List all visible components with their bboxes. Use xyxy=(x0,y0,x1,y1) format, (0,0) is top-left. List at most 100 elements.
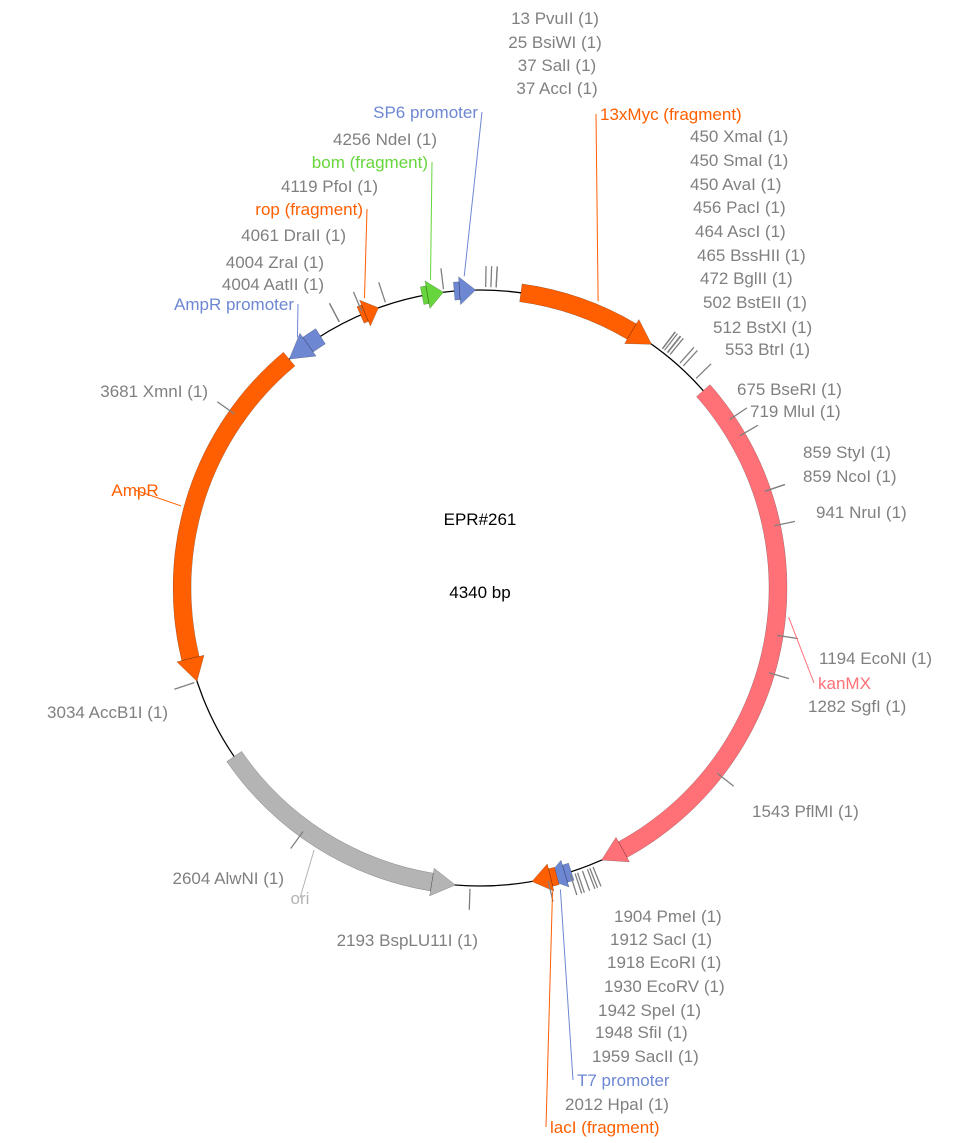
feature-label-ampr-promoter: AmpR promoter xyxy=(174,295,294,314)
site-label-37-sali-1: 37 SalI (1) xyxy=(518,56,596,75)
site-label-4004-zrai-1: 4004 ZraI (1) xyxy=(226,253,324,272)
site-tick-3681-xmni-1 xyxy=(216,401,235,415)
feature-13xmyc-fragment xyxy=(519,283,653,345)
feature-ampr-promoter xyxy=(288,328,326,360)
site-tick-502-bsteii-1 xyxy=(679,346,695,364)
site-tick-675-bseri-1 xyxy=(729,407,748,421)
site-tick-1194-econi-1 xyxy=(777,634,799,640)
site-tick-941-nrui-1 xyxy=(774,520,796,527)
site-label-37-acci-1: 37 AccI (1) xyxy=(516,79,597,98)
site-label-675-bseri-1: 675 BseRI (1) xyxy=(737,380,842,399)
feature-label-13xmyc-fragment-leader xyxy=(595,113,599,302)
site-label-465-bsshii-1: 465 BssHII (1) xyxy=(697,246,806,265)
site-tick-465-bsshii-1 xyxy=(667,335,682,354)
site-label-1912-saci-1: 1912 SacI (1) xyxy=(610,930,712,949)
site-label-512-bstxi-1: 512 BstXI (1) xyxy=(713,318,812,337)
site-label-13-pvuii-1: 13 PvuII (1) xyxy=(511,9,599,28)
site-tick-1959-sacii-1 xyxy=(569,874,578,896)
feature-label-sp6-promoter: SP6 promoter xyxy=(373,103,478,122)
feature-sp6-promoter xyxy=(453,276,477,306)
site-tick-1942-spei-1 xyxy=(576,872,585,893)
feature-label-ori: ori xyxy=(291,889,310,908)
site-label-4004-aatii-1: 4004 AatII (1) xyxy=(222,275,324,294)
site-tick-456-paci-1 xyxy=(664,333,678,351)
site-label-941-nrui-1: 941 NruI (1) xyxy=(816,503,907,522)
site-label-2193-bsplu11i-1: 2193 BspLU11I (1) xyxy=(337,931,478,950)
plasmid-name: EPR#261 xyxy=(444,510,517,529)
site-tick-1948-sfii-1 xyxy=(574,873,583,894)
site-tick-859-ncoi-1 xyxy=(764,483,786,492)
feature-label-laci-fragment-leader xyxy=(545,891,554,1128)
feature-label-bom-fragment: bom (fragment) xyxy=(312,153,428,172)
feature-label-sp6-promoter-leader xyxy=(463,111,483,277)
feature-label-rop-fragment-leader xyxy=(363,208,368,299)
site-label-859-ncoi-1: 859 NcoI (1) xyxy=(803,467,897,486)
site-label-859-styi-1: 859 StyI (1) xyxy=(803,443,891,462)
site-label-1948-sfii-1: 1948 SfiI (1) xyxy=(595,1023,688,1042)
feature-label-ampr-promoter-leader xyxy=(296,303,299,338)
feature-label-ampr-leader xyxy=(134,489,182,507)
feature-ampr xyxy=(172,351,296,682)
site-label-553-btri-1: 553 BtrI (1) xyxy=(725,340,810,359)
site-label-4256-ndei-1: 4256 NdeI (1) xyxy=(333,130,437,149)
feature-label-13xmyc-fragment: 13xMyc (fragment) xyxy=(600,105,742,124)
site-tick-4119-pfoi-1 xyxy=(378,282,386,303)
site-tick-25-bsiwi-1 xyxy=(490,266,493,288)
site-tick-1543-pflmi-1 xyxy=(716,772,735,787)
feature-kanmx xyxy=(601,384,788,863)
site-tick-450-avai-1 xyxy=(661,331,676,350)
feature-bom-fragment xyxy=(420,280,444,310)
site-label-1194-econi-1: 1194 EcoNI (1) xyxy=(819,649,932,668)
site-label-4119-pfoi-1: 4119 PfoI (1) xyxy=(281,177,378,196)
site-tick-472-bglii-1 xyxy=(669,337,684,355)
site-label-4061-draii-1: 4061 DraII (1) xyxy=(241,226,346,245)
site-label-3681-xmni-1: 3681 XmnI (1) xyxy=(100,382,208,401)
site-label-450-xmai-1: 450 XmaI (1) xyxy=(690,127,788,146)
site-label-1930-ecorv-1: 1930 EcoRV (1) xyxy=(604,977,725,996)
site-tick-4256-ndei-1 xyxy=(440,268,445,290)
site-label-2604-alwni-1: 2604 AlwNI (1) xyxy=(173,869,285,888)
site-tick-3034-accb1i-1 xyxy=(174,682,195,690)
site-tick-2604-alwni-1 xyxy=(290,831,304,849)
site-label-464-asci-1: 464 AscI (1) xyxy=(695,222,786,241)
site-label-1959-sacii-1: 1959 SacII (1) xyxy=(592,1047,699,1066)
site-label-456-paci-1: 456 PacI (1) xyxy=(693,198,786,217)
site-tick-4004-aatii-1 xyxy=(328,303,340,323)
feature-label-t7-promoter-leader xyxy=(559,889,574,1081)
site-tick-1930-ecorv-1 xyxy=(581,870,591,891)
site-tick-4061-draii-1 xyxy=(352,291,363,312)
site-label-450-smai-1: 450 SmaI (1) xyxy=(690,151,788,170)
feature-label-rop-fragment: rop (fragment) xyxy=(255,200,363,219)
site-label-25-bsiwi-1: 25 BsiWI (1) xyxy=(508,33,602,52)
feature-label-ori-leader xyxy=(299,849,315,899)
site-label-1282-sgfi-1: 1282 SgfI (1) xyxy=(808,697,906,716)
site-label-1942-spei-1: 1942 SpeI (1) xyxy=(598,1001,701,1020)
feature-laci-fragment xyxy=(531,863,560,892)
site-label-2012-hpai-1: 2012 HpaI (1) xyxy=(565,1095,669,1114)
feature-label-kanmx: kanMX xyxy=(818,674,871,693)
site-tick-1282-sgfi-1 xyxy=(768,672,790,680)
site-label-502-bsteii-1: 502 BstEII (1) xyxy=(703,293,807,312)
site-tick-512-bstxi-1 xyxy=(682,350,698,367)
site-tick-719-mlui-1 xyxy=(739,424,759,437)
site-tick-37-acci-1 xyxy=(495,266,498,288)
feature-rop-fragment xyxy=(356,299,379,327)
feature-label-kanmx-leader xyxy=(788,616,815,684)
site-label-1918-ecori-1: 1918 EcoRI (1) xyxy=(607,953,721,972)
site-tick-1904-pmei-1 xyxy=(592,866,602,887)
feature-label-laci-fragment: lacI (fragment) xyxy=(550,1118,660,1137)
feature-label-t7-promoter: T7 promoter xyxy=(577,1071,670,1090)
feature-label-ampr: AmpR xyxy=(111,481,158,500)
feature-label-bom-fragment-leader xyxy=(430,161,433,280)
site-tick-1918-ecori-1 xyxy=(586,868,596,890)
site-label-1904-pmei-1: 1904 PmeI (1) xyxy=(614,907,722,926)
site-label-450-avai-1: 450 AvaI (1) xyxy=(690,175,781,194)
site-tick-553-btri-1 xyxy=(695,363,712,379)
site-label-3034-accb1i-1: 3034 AccB1I (1) xyxy=(47,703,168,722)
feature-ori xyxy=(226,751,456,897)
site-label-1543-pflmi-1: 1543 PflMI (1) xyxy=(752,802,859,821)
plasmid-length: 4340 bp xyxy=(449,583,510,602)
site-tick-1912-saci-1 xyxy=(589,868,599,889)
site-label-719-mlui-1: 719 MluI (1) xyxy=(750,402,841,421)
